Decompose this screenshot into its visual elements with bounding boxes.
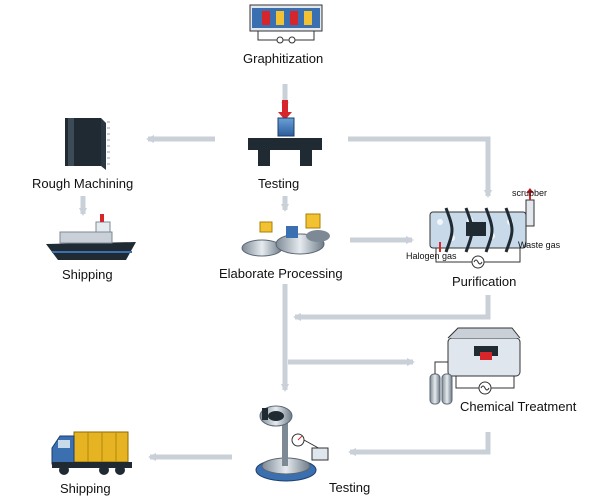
label-graphitization: Graphitization — [243, 51, 324, 66]
label-testing-bottom: Testing — [329, 480, 371, 495]
machining-parts-icon — [241, 213, 330, 257]
furnace-icon — [249, 4, 323, 44]
label-rough-machining: Rough Machining — [32, 176, 134, 191]
cargo-ship-icon — [46, 214, 136, 260]
label-testing-top: Testing — [258, 176, 300, 191]
label-scrubber: scrubber — [512, 188, 548, 198]
label-shipping-left: Shipping — [62, 267, 113, 282]
graphite-block-icon — [65, 118, 110, 170]
label-shipping-bottom: Shipping — [60, 481, 111, 496]
press-test-icon — [248, 100, 322, 166]
label-waste-gas: Waste gas — [518, 240, 561, 250]
label-elaborate-processing: Elaborate Processing — [219, 266, 343, 281]
label-chemical-treatment: Chemical Treatment — [460, 399, 577, 414]
label-halogen-gas: Halogen gas — [406, 251, 457, 261]
truck-icon — [51, 431, 132, 475]
label-purification: Purification — [452, 274, 517, 289]
arrow-testing-to-purification — [348, 136, 492, 198]
measuring-instrument-icon — [255, 405, 329, 482]
arrow-purification-back — [293, 295, 491, 321]
arrow-chemical-back-to-testing — [348, 432, 491, 456]
purification-furnace-icon — [429, 188, 535, 269]
chemical-furnace-icon — [429, 327, 521, 405]
